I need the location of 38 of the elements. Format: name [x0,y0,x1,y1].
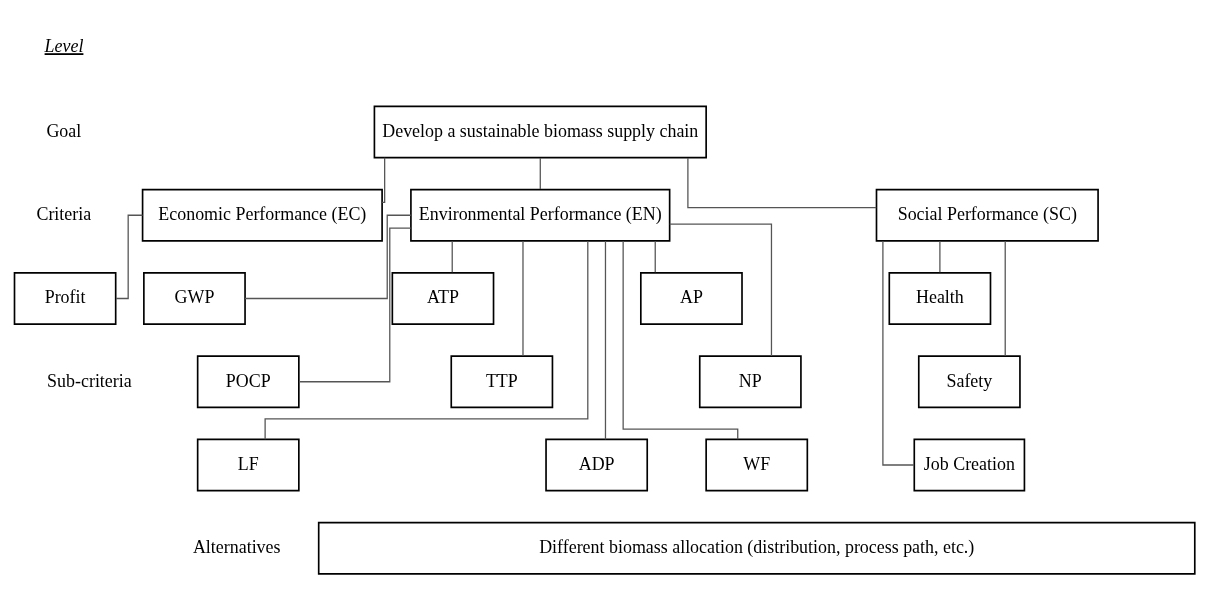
node-box: Job Creation [913,438,1026,491]
connector [298,226,412,382]
node-box: Economic Performance (EC) [141,188,383,242]
connector [654,240,656,273]
node-box: Social Performance (SC) [875,188,1099,242]
connector [522,239,524,356]
node-box: GWP [143,271,246,325]
node-box: Profit [13,271,117,325]
connector [604,239,607,440]
node-box: Develop a sustainable biomass supply chain [373,105,707,158]
connector [1004,239,1006,356]
label: Alternatives [192,536,281,557]
node-box: LF [196,438,300,491]
node-box: NP [698,354,802,408]
node-box: TTP [450,354,554,408]
node-box: Safety [917,354,1021,408]
node-box: Different biomass allocation (distribution, process path, etc.) [317,521,1196,575]
label: Criteria [36,203,92,224]
connector [669,223,773,357]
label: Level [44,35,84,56]
connector [244,214,412,299]
label: Goal [46,120,82,141]
node-box: Environmental Performance (EN) [410,188,671,242]
label: Sub-criteria [47,369,132,390]
connector [687,156,877,208]
node-box: AP [640,271,743,325]
connector [451,240,453,273]
node-box: Health [888,271,992,325]
connector [622,239,739,440]
connector [381,156,386,203]
node-box: ATP [391,271,495,325]
connector [939,240,941,273]
connector [882,239,915,466]
connector [539,156,541,190]
node-box: ADP [545,438,649,491]
node-box: WF [705,438,809,491]
node-box: POCP [196,354,300,408]
connector [264,239,589,440]
